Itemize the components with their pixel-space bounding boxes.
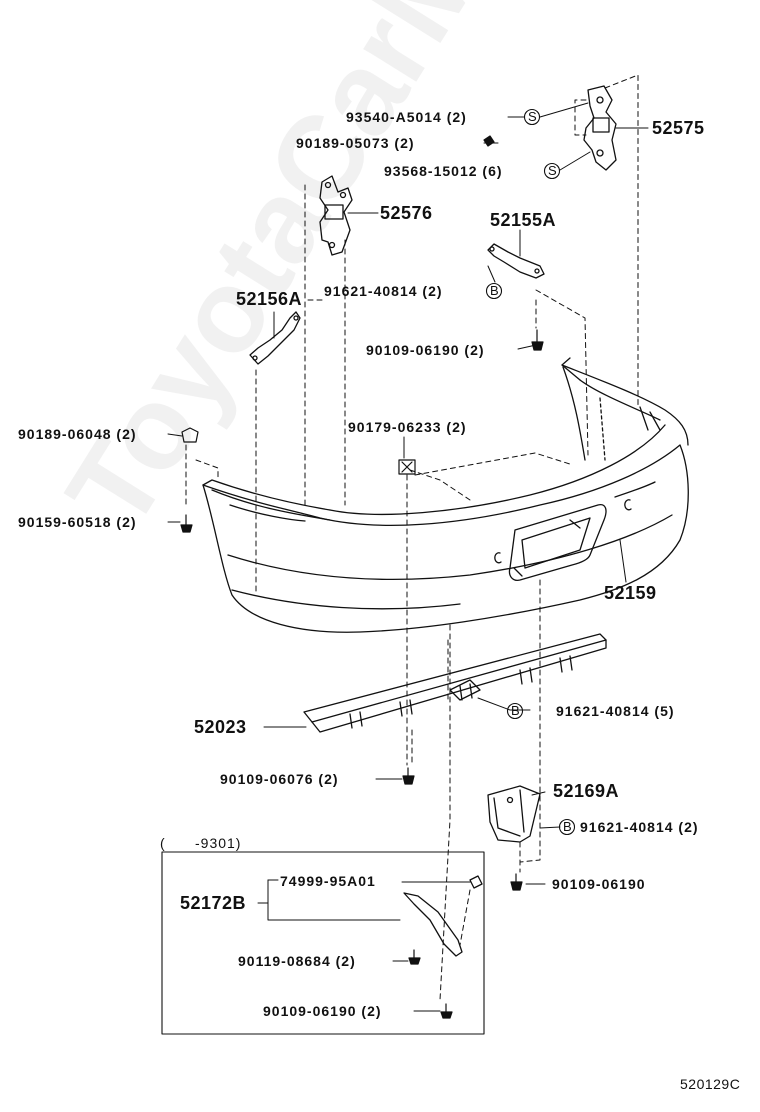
ref-label-90179-06233: 90179-06233 (2)	[348, 419, 467, 435]
fastener-icons	[180, 135, 544, 1019]
marker-s-1: S	[528, 109, 537, 124]
bracket-52172b	[403, 875, 483, 957]
variant-note: ( -9301)	[160, 835, 242, 851]
part-label-52172b: 52172B	[180, 893, 247, 913]
ref-label-90109-06190-box: 90109-06190 (2)	[263, 1003, 382, 1019]
assembly-dashed-lines	[185, 74, 639, 1001]
part-label-52575: 52575	[652, 118, 705, 138]
part-label-52576: 52576	[380, 203, 433, 223]
part-label-52159: 52159	[604, 583, 657, 603]
ref-label-93540-a5014: 93540-A5014 (2)	[346, 109, 467, 125]
ref-label-90109-06190-top: 90109-06190 (2)	[366, 342, 485, 358]
part-label-52156a: 52156A	[236, 289, 303, 309]
ref-label-91621-40814-mid: 91621-40814 (5)	[556, 703, 675, 719]
ref-label-91621-40814-top: 91621-40814 (2)	[324, 283, 443, 299]
marker-b-3: B	[563, 819, 572, 834]
marker-b-1: B	[490, 283, 499, 298]
drawing-id: 520129C	[680, 1076, 741, 1092]
bracket-52576	[319, 175, 353, 256]
ref-label-91621-40814-low: 91621-40814 (2)	[580, 819, 699, 835]
ref-label-90189-06048: 90189-06048 (2)	[18, 426, 137, 442]
variant-box	[161, 851, 485, 1035]
ref-label-90159-60518: 90159-60518 (2)	[18, 514, 137, 530]
reinforcement-52023	[303, 633, 607, 733]
bracket-52575	[583, 85, 617, 171]
leader-lines	[167, 102, 649, 1012]
marker-s-2: S	[548, 163, 557, 178]
marker-b-2: B	[511, 703, 520, 718]
circled-markers	[485, 108, 576, 836]
ref-label-74999-95a01: 74999-95A01	[280, 873, 376, 889]
bracket-52156a	[249, 311, 301, 365]
ref-label-93568-15012: 93568-15012 (6)	[384, 163, 503, 179]
ref-label-90119-08684: 90119-08684 (2)	[238, 953, 356, 969]
part-label-52155a: 52155A	[490, 210, 557, 230]
ref-label-90109-06190: 90109-06190	[552, 876, 646, 892]
ref-label-90109-06076: 90109-06076 (2)	[220, 771, 339, 787]
ref-label-90189-05073: 90189-05073 (2)	[296, 135, 415, 151]
part-label-52169a: 52169A	[553, 781, 620, 801]
part-label-52023: 52023	[194, 717, 247, 737]
bracket-52169a	[487, 785, 541, 843]
bumper-cover-52159	[202, 357, 689, 633]
bracket-52155a	[487, 243, 545, 279]
